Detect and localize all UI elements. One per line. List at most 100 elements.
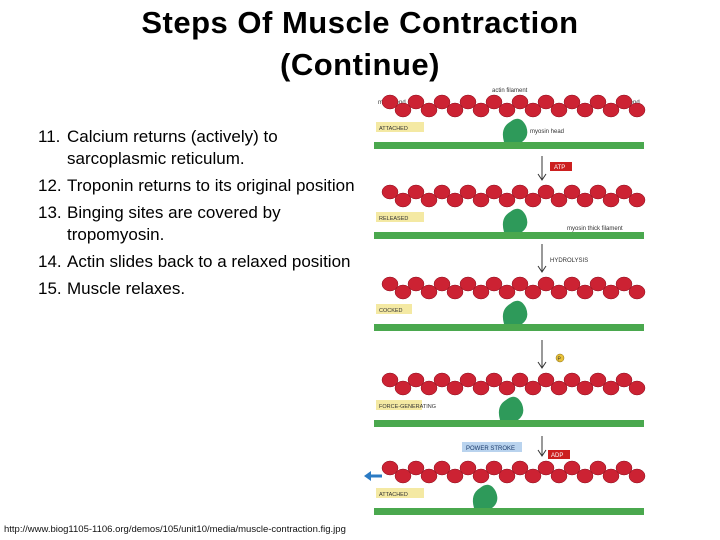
power-stroke-label: POWER STROKE bbox=[466, 446, 515, 452]
actin-bead bbox=[485, 184, 503, 200]
actin-bead bbox=[407, 460, 425, 476]
actin-bead bbox=[576, 192, 594, 208]
actin-bead bbox=[446, 380, 464, 396]
actin-bead bbox=[407, 372, 425, 388]
actin-bead bbox=[433, 372, 451, 388]
actin-bead bbox=[381, 372, 399, 388]
actin-bead bbox=[563, 276, 581, 292]
actin-bead bbox=[420, 284, 438, 300]
actin-bead bbox=[420, 192, 438, 208]
stage-label: ATTACHED bbox=[379, 492, 408, 498]
actin-bead bbox=[511, 372, 529, 388]
actin-bead bbox=[420, 380, 438, 396]
step-text: Actin slides back to a relaxed position bbox=[67, 252, 351, 271]
actin-bead bbox=[615, 94, 633, 110]
actin-bead bbox=[433, 184, 451, 200]
actin-bead bbox=[602, 102, 620, 118]
step-item: 13.Binging sites are covered by tropomyo… bbox=[38, 202, 358, 246]
power-stroke-box: POWER STROKE ADP bbox=[462, 442, 570, 459]
actin-bead bbox=[472, 102, 490, 118]
actin-bead bbox=[524, 380, 542, 396]
actin-bead bbox=[420, 102, 438, 118]
actin-bead bbox=[537, 94, 555, 110]
atp-tag-1: ATP bbox=[550, 162, 572, 171]
actin-bead bbox=[615, 372, 633, 388]
actin-bead bbox=[498, 468, 516, 484]
actin-bead bbox=[576, 468, 594, 484]
actin-bead bbox=[459, 184, 477, 200]
actin-bead bbox=[394, 468, 412, 484]
actin-bead bbox=[628, 380, 646, 396]
actin-bead bbox=[537, 184, 555, 200]
actin-bead bbox=[602, 284, 620, 300]
actin-bead bbox=[485, 276, 503, 292]
myosin-thick-filament bbox=[374, 142, 644, 149]
actin-bead bbox=[550, 380, 568, 396]
myosin-head bbox=[472, 484, 498, 508]
muscle-contraction-diagram: actin filament minus end plus end myosin… bbox=[364, 88, 646, 515]
actin-filament-label: actin filament bbox=[492, 88, 528, 94]
step-number: 11. bbox=[38, 127, 61, 146]
actin-bead bbox=[459, 460, 477, 476]
actin-bead bbox=[433, 276, 451, 292]
step-number: 13. bbox=[38, 203, 62, 222]
stage-label-box bbox=[376, 400, 422, 410]
step-text: Muscle relaxes. bbox=[67, 279, 186, 298]
myosin-head bbox=[502, 300, 528, 324]
actin-bead bbox=[563, 184, 581, 200]
actin-bead bbox=[433, 460, 451, 476]
actin-bead bbox=[446, 102, 464, 118]
actin-bead bbox=[472, 380, 490, 396]
transition-arrows bbox=[537, 156, 547, 457]
stage-row: ATTACHED bbox=[374, 460, 646, 515]
actin-bead bbox=[576, 102, 594, 118]
slide-title-line1: Steps Of Muscle Contraction bbox=[141, 5, 579, 40]
actin-bead bbox=[381, 184, 399, 200]
stage-row: COCKED bbox=[374, 276, 646, 331]
actin-bead bbox=[550, 284, 568, 300]
myosin-head-label: myosin head bbox=[530, 129, 564, 135]
myosin-head bbox=[498, 396, 524, 420]
actin-bead bbox=[524, 468, 542, 484]
actin-bead bbox=[563, 460, 581, 476]
actin-bead bbox=[511, 276, 529, 292]
myosin-thick-filament-label: myosin thick filament bbox=[567, 226, 623, 232]
myosin-thick-filament bbox=[374, 508, 644, 515]
actin-bead bbox=[589, 460, 607, 476]
stage-label: COCKED bbox=[379, 308, 403, 314]
actin-bead bbox=[485, 372, 503, 388]
actin-bead bbox=[563, 372, 581, 388]
stage-label: ATTACHED bbox=[379, 126, 408, 132]
actin-bead bbox=[576, 284, 594, 300]
actin-bead bbox=[628, 102, 646, 118]
actin-bead bbox=[511, 460, 529, 476]
actin-bead bbox=[446, 192, 464, 208]
actin-bead bbox=[381, 94, 399, 110]
steps-list: 11.Calcium returns (actively) to sarcopl… bbox=[38, 126, 358, 305]
actin-bead bbox=[589, 276, 607, 292]
actin-bead bbox=[628, 468, 646, 484]
source-caption: http://www.biog1105-1106.org/demos/105/u… bbox=[4, 524, 346, 535]
adp-label: ADP bbox=[551, 453, 563, 459]
myosin-thick-filament bbox=[374, 324, 644, 331]
actin-bead bbox=[589, 184, 607, 200]
step-item: 12.Troponin returns to its original posi… bbox=[38, 175, 358, 197]
actin-bead bbox=[459, 94, 477, 110]
step-number: 12. bbox=[38, 176, 62, 195]
myosin-head bbox=[502, 118, 528, 142]
actin-bead bbox=[537, 460, 555, 476]
stage-row: FORCE-GENERATING bbox=[374, 372, 646, 427]
actin-bead bbox=[602, 380, 620, 396]
actin-bead bbox=[446, 468, 464, 484]
actin-bead bbox=[485, 460, 503, 476]
actin-bead bbox=[537, 372, 555, 388]
actin-bead bbox=[472, 468, 490, 484]
actin-bead bbox=[381, 460, 399, 476]
step-item: 14.Actin slides back to a relaxed positi… bbox=[38, 251, 358, 273]
stage-label-box bbox=[376, 304, 412, 314]
step-number: 15. bbox=[38, 279, 62, 298]
step-item: 15. Muscle relaxes. bbox=[38, 278, 358, 300]
actin-bead bbox=[394, 284, 412, 300]
actin-bead bbox=[381, 276, 399, 292]
actin-bead bbox=[394, 102, 412, 118]
